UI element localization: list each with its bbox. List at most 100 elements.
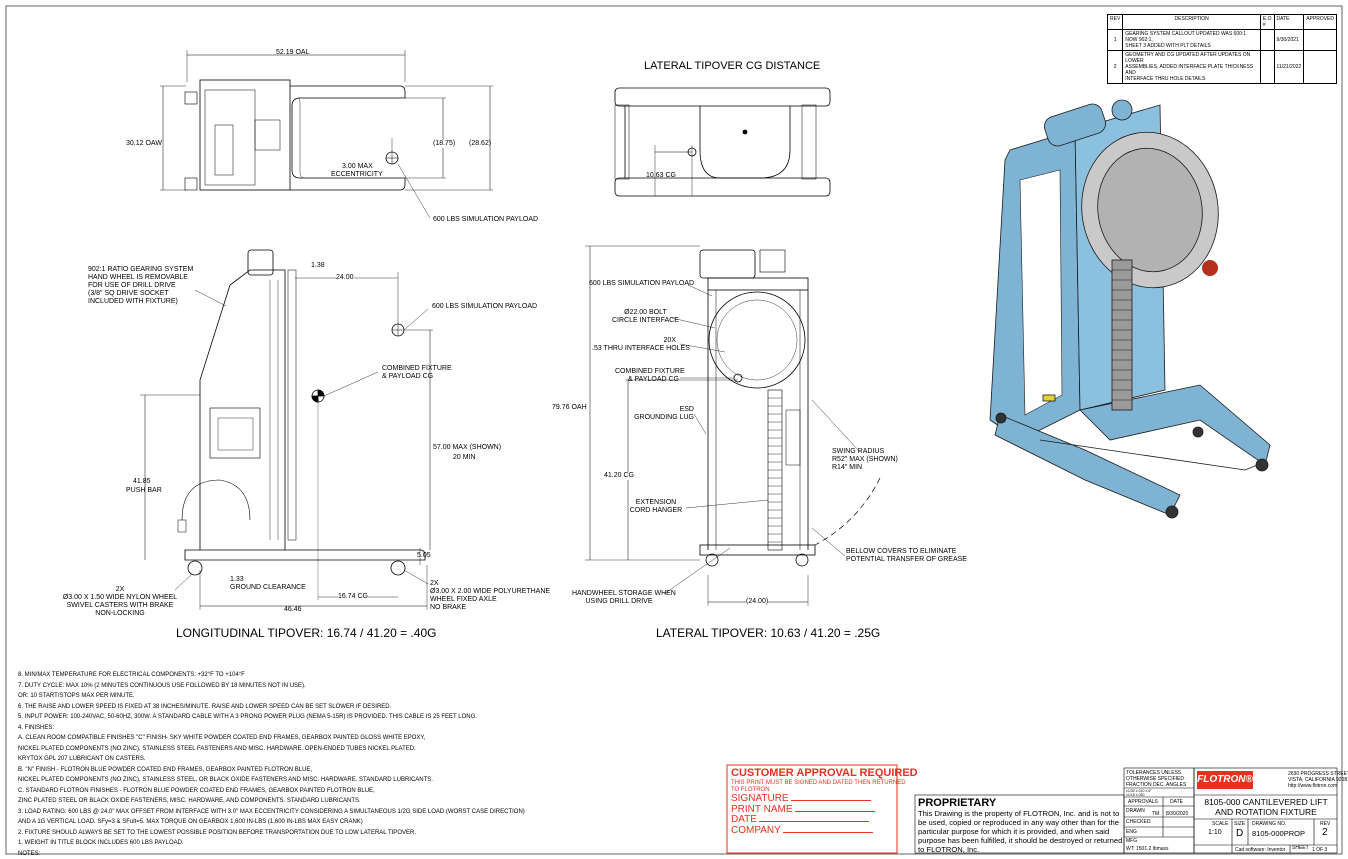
note-line: 5. INPUT POWER: 100-240VAC, 50-60HZ, 300…	[18, 712, 525, 723]
rev-value: 2	[1322, 827, 1328, 838]
note-line: A. CLEAN ROOM COMPATIBLE FINISHES "C" FI…	[18, 733, 525, 744]
gearing-line: FOR USE OF DRILL DRIVE	[88, 282, 193, 290]
rev-cell	[1260, 30, 1274, 51]
eccentricity-line1: 3.00 MAX	[342, 163, 373, 171]
holes-line: .53 THRU INTERFACE HOLES	[592, 345, 676, 353]
proprietary-line: be used, copied or reproduced in any way…	[918, 818, 1122, 827]
push-bar-line1: 41.85	[133, 478, 151, 486]
dim-28-62: (28.62)	[469, 140, 491, 148]
note-line: ZINC PLATED STEEL OR BLACK OXIDE FASTENE…	[18, 796, 525, 807]
overall-height: 79.76 OAH	[552, 404, 587, 412]
field-label: PRINT NAME	[731, 804, 793, 815]
title-line: AND ROTATION FIXTURE	[1197, 807, 1335, 817]
rev-cell	[1304, 30, 1337, 51]
tolerance-block: TOLERANCES UNLESS OTHERWISE SPECIFIED FR…	[1126, 770, 1186, 788]
caster-line: WHEEL FIXED AXLE	[430, 596, 550, 604]
flotron-logo: FLOTRON®	[1197, 771, 1253, 789]
caster-line: 2X	[430, 580, 550, 588]
caster-right-note: 2X Ø3.00 X 2.00 WIDE POLYURETHANE WHEEL …	[430, 580, 550, 612]
top-payload-label: 600 LBS SIMULATION PAYLOAD	[433, 216, 538, 224]
oaw-dimension: 30.12 OAW	[126, 140, 162, 148]
approval-field-company[interactable]: COMPANY	[731, 826, 918, 837]
checked-label: CHECKED	[1126, 819, 1150, 825]
caster-line: 2X	[60, 586, 180, 594]
drawn-by: TM	[1152, 811, 1159, 817]
mfg-label: MFG	[1126, 838, 1137, 844]
interface-holes-label: 20X .53 THRU INTERFACE HOLES	[592, 337, 676, 353]
rev-desc-line: ASSEMBLIES, ADDED INTERFACE PLATE THICKN…	[1125, 64, 1258, 76]
note-line: 7. DUTY CYCLE: MAX 10% (2 MINUTES CONTIN…	[18, 681, 525, 692]
caster-line: Ø3.00 X 1.50 WIDE NYLON WHEEL	[60, 594, 180, 602]
front-payload-label: 600 LBS SIMULATION PAYLOAD	[589, 280, 694, 288]
rev-cell: GEARING SYSTEM CALLOUT UPDATED WAS 600:1…	[1123, 30, 1261, 51]
handwheel-line: HANDWHEEL STORAGE WHEN	[572, 590, 666, 598]
gearing-line: 902:1 RATIO GEARING SYSTEM	[88, 266, 193, 274]
front-cg-value: 41.20 CG	[604, 472, 634, 480]
caster-left-note: 2X Ø3.00 X 1.50 WIDE NYLON WHEEL SWIVEL …	[60, 586, 180, 618]
drawing-title: 8105-000 CANTILEVERED LIFT AND ROTATION …	[1197, 797, 1335, 817]
caster-line: Ø3.00 X 2.00 WIDE POLYURETHANE	[430, 588, 550, 596]
rev-header-rev: REV	[1108, 15, 1123, 30]
bolt-circle-label: Ø22.00 BOLT CIRCLE INTERFACE	[612, 309, 679, 325]
title-line: 8105-000 CANTILEVERED LIFT	[1197, 797, 1335, 807]
cad-software: Cad software: Inventor	[1235, 847, 1285, 853]
bellow-line: BELLOW COVERS TO ELIMINATE	[846, 548, 967, 556]
note-line: 6. THE RAISE AND LOWER SPEED IS FIXED AT…	[18, 702, 525, 713]
rev-desc-line: GEARING SYSTEM CALLOUT UPDATED WAS 600:1…	[1125, 31, 1258, 43]
holes-line: 20X	[592, 337, 676, 345]
swing-line: SWING RADIUS	[832, 448, 898, 456]
rev-cell: 9/30/2021	[1274, 30, 1304, 51]
note-line: B. "N" FINISH - FLOTRON BLUE POWDER COAT…	[18, 765, 525, 776]
scale-value: 1:10	[1208, 829, 1222, 836]
field-line	[795, 811, 875, 812]
rev-cell	[1260, 51, 1274, 84]
dim-24-00: 24.00	[336, 274, 354, 282]
handwheel-line: USING DRILL DRIVE	[572, 598, 666, 606]
side-payload-label: 600 LBS SIMULATION PAYLOAD	[432, 303, 537, 311]
isometric-view	[990, 100, 1270, 518]
approval-field-print-name[interactable]: PRINT NAME	[731, 805, 918, 816]
rev-cell: GEOMETRY AND CG UPDATED AFTER UPDATES ON…	[1123, 51, 1261, 84]
combined-line: & PAYLOAD CG	[615, 376, 679, 384]
note-line: 8. MIN/MAX TEMPERATURE FOR ELECTRICAL CO…	[18, 670, 525, 681]
note-line: 2. FIXTURE SHOULD ALWAYS BE SET TO THE L…	[18, 828, 525, 839]
gearing-line: INCLUDED WITH FIXTURE)	[88, 298, 193, 306]
lateral-caption: LATERAL TIPOVER: 10.63 / 41.20 = .25G	[656, 626, 880, 640]
max-height-line1: 57.00 MAX (SHOWN)	[433, 444, 501, 452]
rev-header-desc: DESCRIPTION	[1123, 15, 1261, 30]
dim-18-75: (18.75)	[433, 140, 455, 148]
ground-line: GROUND CLEARANCE	[230, 584, 306, 592]
bellow-line: POTENTIAL TRANSFER OF GREASE	[846, 556, 967, 564]
rev-desc-line: SHEET 3 ADDED WITH PLT DETAILS	[1125, 43, 1258, 49]
side-cg-value: 16.74 CG	[338, 593, 368, 601]
side-combined-cg: COMBINED FIXTURE & PAYLOAD CG	[382, 365, 452, 381]
rev-header-date: DATE	[1274, 15, 1304, 30]
company-address: 2630 PROGRESS STREET VISTA, CALIFORNIA 9…	[1288, 771, 1334, 789]
esd-lug-label: ESD GROUNDING LUG	[630, 406, 694, 422]
max-height-line2: 20 MIN	[453, 454, 476, 462]
rev-cell: 1	[1108, 30, 1123, 51]
extension-line: CORD HANGER	[626, 507, 686, 515]
drawn-label: DRAWN	[1126, 808, 1145, 814]
swing-line: R14" MIN	[832, 464, 898, 472]
proprietary-title: PROPRIETARY	[918, 797, 1122, 809]
handwheel-storage-label: HANDWHEEL STORAGE WHEN USING DRILL DRIVE	[572, 590, 666, 606]
drawn-date: 8/30/2020	[1166, 811, 1188, 817]
caster-line: SWIVEL CASTERS WITH BRAKE	[60, 602, 180, 610]
extension-hanger-label: EXTENSION CORD HANGER	[626, 499, 686, 515]
eng-label: ENG	[1126, 829, 1137, 835]
bolt-line: Ø22.00 BOLT	[612, 309, 679, 317]
caster-line: NON-LOCKING	[60, 610, 180, 618]
notes-heading: NOTES:	[18, 849, 525, 859]
eccentricity-line2: ECCENTRICITY	[331, 171, 383, 179]
note-line: 3. LOAD RATING: 600 LBS @ 24.0" MAX OFFS…	[18, 807, 525, 818]
combined-line: & PAYLOAD CG	[382, 373, 452, 381]
rev-header-eo: E.O #	[1260, 15, 1274, 30]
size-header: SIZE	[1234, 821, 1245, 827]
front-combined-cg: COMBINED FIXTURE & PAYLOAD CG	[615, 368, 679, 384]
drawing-no-header: DRAWING NO.	[1252, 821, 1286, 827]
esd-line: GROUNDING LUG	[630, 414, 694, 422]
weight-label: WT: 1501.2 lbmass	[1126, 846, 1169, 852]
lateral-cg-title: LATERAL TIPOVER CG DISTANCE	[644, 60, 820, 72]
caster-line: NO BRAKE	[430, 604, 550, 612]
